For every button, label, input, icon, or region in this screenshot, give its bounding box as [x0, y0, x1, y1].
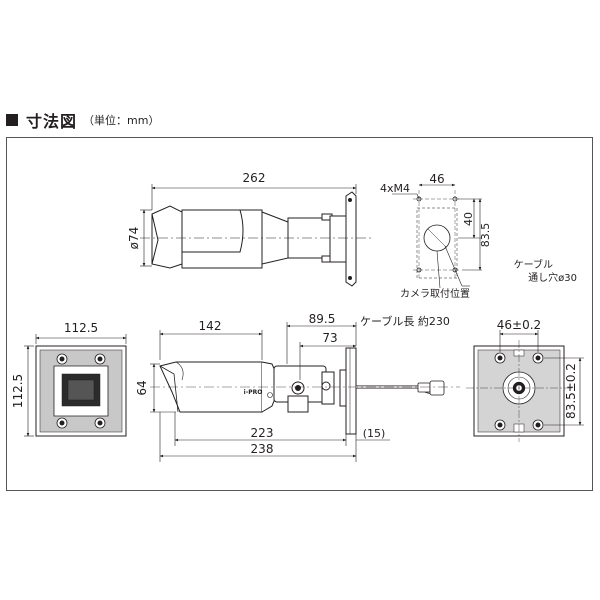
dim-262-label: 262 [243, 171, 266, 185]
dim-223-label: 223 [251, 426, 274, 440]
dim-73-label: 73 [322, 331, 337, 345]
front-view [35, 345, 127, 437]
dim-895-label: 89.5 [309, 312, 336, 326]
drawing-frame [6, 137, 593, 491]
dim-74 [140, 209, 152, 267]
brand-logo: i-PRO [244, 389, 263, 396]
side-dims [150, 322, 390, 462]
dim-15-label: (15) [363, 427, 386, 440]
back-view [473, 345, 565, 437]
dim-238-label: 238 [251, 442, 274, 456]
dim-262 [151, 184, 357, 210]
mount-dims [392, 183, 482, 289]
top-view [151, 191, 357, 287]
mount-width-label: 46 [429, 172, 444, 186]
dim-74-label: ø74 [127, 227, 141, 250]
mount-40-label: 40 [462, 212, 475, 226]
screw-label: 4xM4 [380, 182, 410, 195]
mount-template [413, 190, 461, 280]
dim-64-label: 64 [135, 380, 149, 395]
heading-square-icon [6, 114, 18, 126]
section-heading: 寸法図 （単位：mm） [6, 108, 159, 132]
cable-hole-label-1: ケーブル [514, 258, 553, 271]
heading-title: 寸法図 [26, 112, 78, 131]
cable-hole-label-2: 通し穴ø30 [528, 271, 577, 284]
back-height-label: 83.5±0.2 [564, 363, 578, 419]
back-width-label: 46±0.2 [497, 318, 541, 332]
cable-length-label: ケーブル長 約230 [360, 314, 450, 328]
dim-142-label: 142 [199, 319, 222, 333]
mount-835-label: 83.5 [479, 223, 492, 248]
back-dims [499, 330, 584, 426]
front-dims [24, 334, 127, 437]
heading-unit: （単位：mm） [83, 114, 160, 127]
front-width-label: 112.5 [64, 321, 98, 335]
camera-position-label: カメラ取付位置 [400, 287, 470, 300]
cable [356, 380, 445, 396]
front-height-label: 112.5 [11, 374, 25, 408]
